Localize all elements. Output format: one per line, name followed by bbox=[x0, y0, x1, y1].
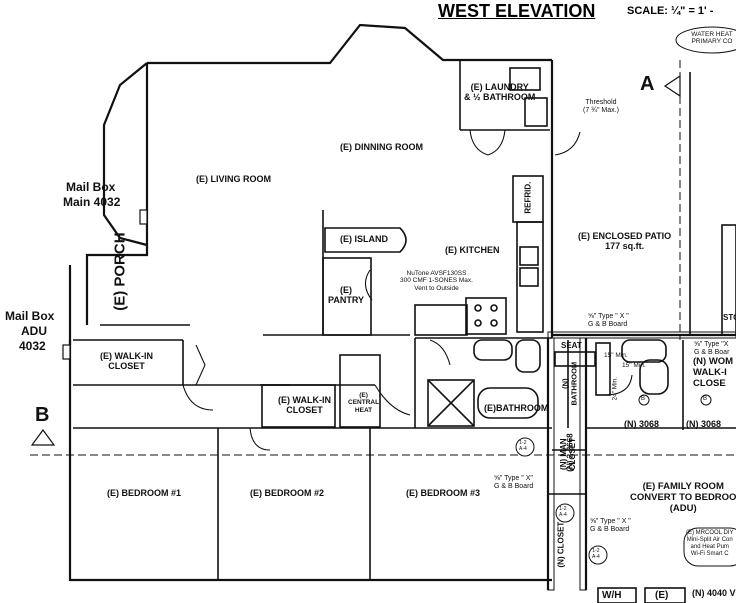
board-note-2: ⅝" Type " X" G & B Board bbox=[494, 475, 534, 491]
clearance-15-a: 15" Min. bbox=[604, 352, 628, 359]
water-heater-note-bubble bbox=[675, 26, 736, 54]
door-3068-a: (N) 3068 bbox=[624, 419, 660, 429]
door-4040: (N) 4040 V bbox=[692, 588, 736, 598]
door-3068-b: (N) 3068 bbox=[686, 419, 722, 429]
board-note-1: ⅝" Type " X " G & B Board bbox=[588, 313, 629, 329]
mailbox-main-label-1: Mail Box bbox=[66, 180, 116, 194]
room-family-adu: (E) FAMILY ROOM CONVERT TO BEDROO (ADU) bbox=[630, 481, 736, 514]
section-marker-a: A bbox=[640, 73, 655, 95]
room-kitchen: (E) KITCHEN bbox=[445, 245, 500, 255]
board-note-3: ⅝" Type " X " G & B Board bbox=[590, 518, 631, 534]
hatched-fire-walls bbox=[547, 331, 736, 591]
water-heater-box: W/H bbox=[602, 590, 622, 601]
room-laundry: (E) LAUNDRY & ½ BATHROOM bbox=[464, 82, 536, 103]
mailbox-main-label-2: Main 4032 bbox=[63, 195, 121, 209]
mailbox-adu-label-3: 4032 bbox=[19, 339, 46, 353]
room-living: (E) LIVING ROOM bbox=[196, 174, 271, 184]
drawing-title: WEST ELEVATION bbox=[438, 1, 596, 21]
room-n-closet: (N) CLOSET bbox=[556, 521, 566, 568]
clearance-24: 24" Min. bbox=[611, 376, 619, 401]
range-hood-note: NuTone AVSF130SS 300 CMF 1-SONES Max. Ve… bbox=[400, 270, 473, 292]
board-note-4: ⅝" Type "X G & B Boar bbox=[694, 341, 730, 357]
detail-tag-a: 1-2 A-4 bbox=[519, 440, 527, 452]
interior-walls bbox=[73, 60, 736, 603]
mailbox-adu-label-2: ADU bbox=[21, 324, 47, 338]
clearance-15-b: 15" Min. bbox=[622, 362, 646, 369]
room-walkin-closet-2: (E) WALK-IN CLOSET bbox=[278, 395, 331, 416]
water-heater-note: WATER HEAT PRIMARY CO bbox=[691, 31, 733, 46]
existing-box: (E) bbox=[655, 590, 669, 601]
room-island: (E) ISLAND bbox=[340, 234, 388, 244]
room-central-heat: (E) CENTRAL HEAT bbox=[348, 392, 380, 414]
detail-tag-d: B bbox=[641, 396, 646, 402]
bathroom-seat: SEAT bbox=[561, 341, 582, 350]
door-2668: (N) 2-2668 bbox=[565, 433, 575, 472]
mailbox-adu-label-1: Mail Box bbox=[5, 309, 55, 323]
room-pantry: (E) PANTRY bbox=[328, 285, 364, 306]
mrcool-note-bubble bbox=[683, 527, 736, 567]
mailbox-adu-icon bbox=[62, 344, 71, 360]
mailbox-main-icon bbox=[139, 209, 148, 225]
room-bedroom-1: (E) BEDROOM #1 bbox=[107, 488, 182, 498]
detail-tag-e: B bbox=[703, 396, 708, 402]
room-walkin-closet-1: (E) WALK-IN CLOSET bbox=[100, 351, 153, 372]
drawing-scale: SCALE: ¼" = 1' - bbox=[627, 5, 714, 17]
room-womens-walkin: (N) WOM WALK-I CLOSE bbox=[693, 356, 734, 389]
room-bathroom-e: (E)BATHROOM bbox=[484, 403, 549, 413]
room-bedroom-3: (E) BEDROOM #3 bbox=[406, 488, 481, 498]
room-porch: (E) PORCH bbox=[111, 232, 129, 311]
room-bathroom-n: (N) BATHROOM bbox=[560, 361, 578, 406]
mrcool-note: (E) MRCOOL DIY Mini-Split Air Con and He… bbox=[686, 530, 734, 557]
section-cut-lines bbox=[30, 60, 736, 456]
detail-tags bbox=[515, 394, 712, 565]
detail-tag-b: 1-2 A-4 bbox=[559, 506, 567, 518]
room-enclosed-patio: (E) ENCLOSED PATIO 177 sq.ft. bbox=[578, 231, 672, 252]
room-dining: (E) DINNING ROOM bbox=[340, 142, 423, 152]
threshold-note: Threshold (7 ¾" Max.) bbox=[583, 99, 619, 115]
room-bedroom-2: (E) BEDROOM #2 bbox=[250, 488, 325, 498]
room-storage-partial: STO bbox=[723, 313, 736, 322]
detail-tag-c: 1-2 A-4 bbox=[592, 548, 600, 560]
door-swings bbox=[182, 129, 633, 451]
room-refrid: REFRID. bbox=[523, 181, 533, 214]
section-marker-b: B bbox=[35, 404, 50, 426]
